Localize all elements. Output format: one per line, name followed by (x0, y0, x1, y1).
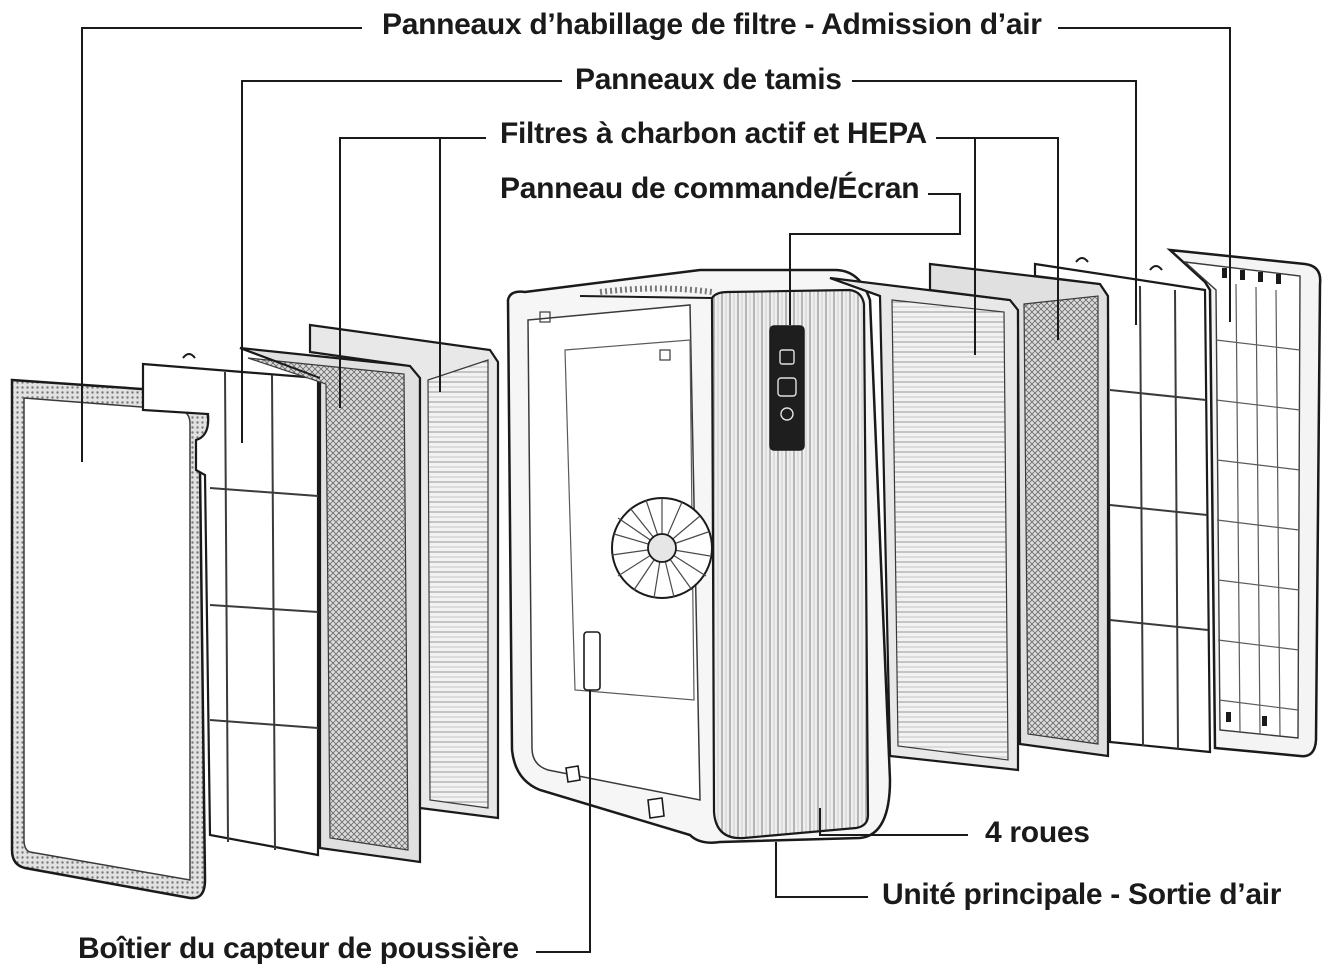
control-panel-display (769, 325, 805, 451)
intake-cover-left (10, 378, 212, 900)
intake-cover-right (1166, 248, 1322, 758)
main-unit (506, 268, 892, 844)
fan-icon (611, 497, 713, 599)
mesh-screen-left (141, 353, 320, 857)
dust-sensor-box (583, 631, 601, 691)
label-wheels: 4 roues (985, 816, 1090, 849)
mesh-screen-right (1033, 257, 1212, 754)
carbon-filter-left (239, 346, 422, 864)
label-mesh-panels: Panneaux de tamis (575, 63, 842, 96)
leader-lines (81, 27, 1231, 953)
label-main-unit: Unité principale - Sortie d’air (882, 878, 1282, 911)
label-control-panel: Panneau de commande/Écran (500, 172, 920, 205)
hepa-filter-left (308, 323, 500, 820)
label-dust-sensor: Boîtier du capteur de poussière (78, 932, 519, 965)
label-carbon-hepa-filters: Filtres à charbon actif et HEPA (500, 117, 927, 150)
label-intake-panels: Panneaux d’habillage de filtre - Admissi… (382, 8, 1042, 41)
